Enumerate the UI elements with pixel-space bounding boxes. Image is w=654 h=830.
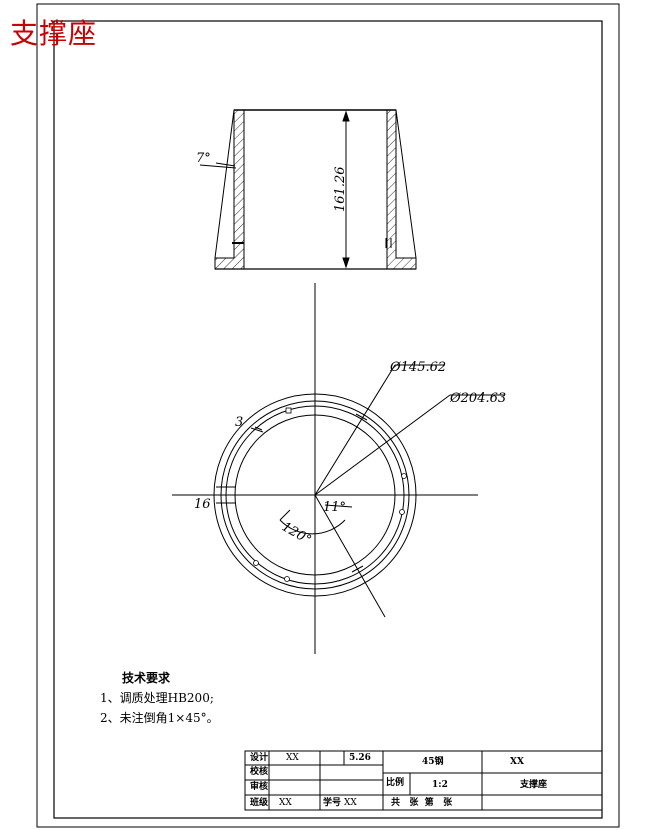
dim-3-label: 3 [235, 415, 243, 430]
angle-120-label: 120° [279, 519, 314, 548]
tb-part-name: 支撑座 [520, 780, 548, 790]
angle-7-label: 7° [196, 151, 211, 166]
tb-design-name: XX [286, 753, 299, 763]
title-block-grid [244, 750, 603, 811]
tb-class-label: 班级 [250, 798, 269, 808]
tb-class-value: XX [279, 798, 292, 808]
outer-border [36, 3, 620, 828]
tb-design-date: 5.26 [349, 753, 371, 763]
tb-id-label: 学号 [323, 798, 342, 808]
dia-outer-label: Ø204.63 [449, 391, 506, 406]
tech-item-1: 1、调质处理HB200; [100, 691, 214, 705]
angle-11-label: 11° [323, 500, 346, 515]
tb-check-label: 校核 [250, 767, 269, 777]
tb-design-label: 设计 [250, 753, 269, 763]
tb-scale-value: 1:2 [432, 780, 448, 790]
dia-inner-label: Ø145.62 [389, 360, 446, 375]
inner-frame [53, 20, 603, 819]
tb-material: 45钢 [422, 757, 444, 767]
technical-requirements: 技术要求 1、调质处理HB200; 2、未注倒角1×45°。 [100, 668, 219, 728]
tb-school: XX [510, 757, 524, 767]
tb-sheets: 共 张 第 张 [391, 798, 453, 808]
height-dimension-label: 161.26 [333, 167, 348, 213]
tech-heading: 技术要求 [122, 671, 171, 685]
tech-item-2: 2、未注倒角1×45°。 [100, 711, 219, 725]
left-wall-section [214, 109, 245, 270]
top-view [172, 283, 504, 654]
front-view [199, 109, 417, 270]
tb-id-value: XX [344, 798, 357, 808]
dim-16-label: 16 [194, 497, 211, 512]
tb-scale-label: 比例 [386, 778, 405, 788]
bolt-holes [253, 407, 407, 582]
drawing-title: 支撑座 [10, 17, 98, 50]
tb-review-label: 审核 [250, 782, 269, 792]
